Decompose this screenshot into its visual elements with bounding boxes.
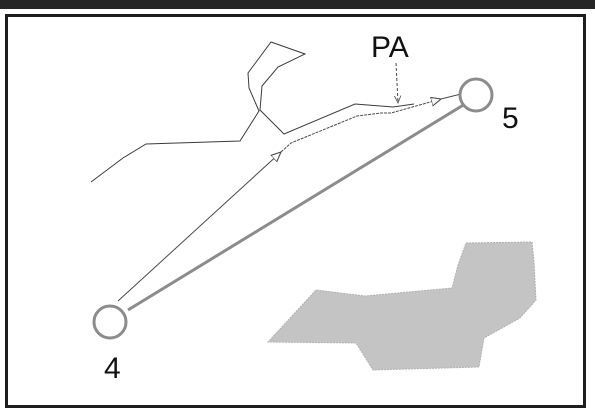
direct-link-line bbox=[127, 102, 466, 312]
node-4-circle bbox=[92, 304, 128, 340]
boundary-line bbox=[90, 41, 415, 183]
obstacle-region bbox=[266, 241, 537, 371]
pa-label: PA bbox=[371, 31, 409, 64]
pa-pointer-arrow bbox=[396, 62, 398, 103]
top-border-bar bbox=[0, 0, 595, 9]
node-4-label: 4 bbox=[104, 352, 121, 385]
planned-path-segment bbox=[280, 99, 441, 153]
planned-path bbox=[117, 152, 281, 302]
node-5-label: 5 bbox=[502, 102, 519, 135]
node-5-circle bbox=[458, 77, 494, 113]
